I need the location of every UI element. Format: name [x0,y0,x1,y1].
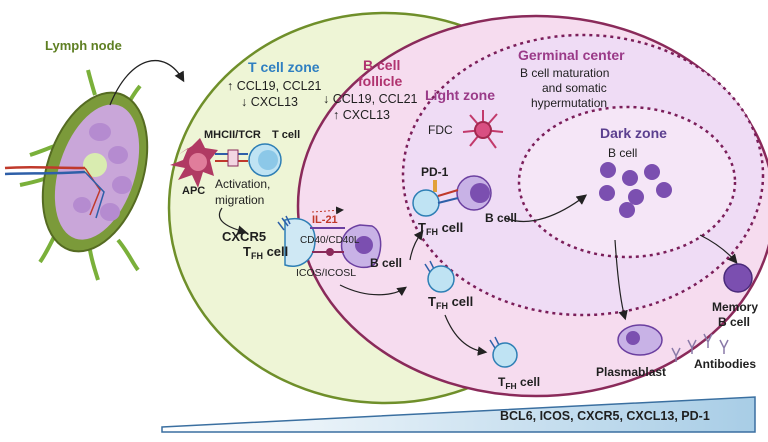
mhc-tcr-label: MHCII/TCR [204,129,261,141]
cd40-label: CD40/CD40L [300,235,360,246]
germinal-center-desc-3: hypermutation [531,96,607,110]
naive-t-cell-nucleus [258,150,278,170]
plasmablast-nucleus [626,331,640,345]
cxcr5-receptors [277,215,291,231]
antibodies-icons [671,333,729,362]
activation-label-1: Activation, [215,177,270,191]
t-cell-zone-chemokine-up: ↑ CCL19, CCL21 [227,79,322,93]
fdc-cell [462,110,504,149]
synapse-b-cell-label: B cell [370,256,402,270]
b-cell-follicle-chemokine-down: ↓ CCL19, CCL21 [323,92,418,106]
activation-label-2: migration [215,193,264,207]
t-cell-label: T cell [272,129,300,141]
synapse-to-tfh-arrow [339,284,407,297]
tfh-to-light-zone-arrow [409,230,424,261]
germinal-center-desc-1: B cell maturation [520,66,609,80]
memory-label-2: B cell [718,315,750,329]
memory-label-1: Memory [712,300,758,314]
lymph-node-illustration [4,69,149,281]
antibodies-label: Antibodies [694,357,756,371]
synapse-b-cell-nucleus [355,236,373,254]
pd1-receptor [433,180,437,192]
germinal-center-desc-2: and somatic [542,81,607,95]
plasmablast-label: Plasmablast [596,365,666,379]
apc-label: APC [182,185,205,197]
fdc-label: FDC [428,123,453,137]
pd1-label: PD-1 [421,165,449,179]
dark-zone-title: Dark zone [600,125,667,141]
lymph-node-label: Lymph node [45,38,122,53]
light-zone-title: Light zone [425,87,495,103]
synapse-tfh-cell [284,218,316,267]
apc-cell [170,138,218,188]
mhc-tcr-complex [227,149,239,167]
light-zone-bond-2 [437,197,459,204]
migrating-tfh-cell [427,265,455,293]
plasmablast-cell [617,324,663,356]
dark-zone-b-cell-label: B cell [608,146,637,160]
exiting-tfh-receptors [489,336,500,349]
light-zone-b-cell-nucleus [470,183,490,203]
il21-arrow [311,206,344,215]
light-zone-tfh-cell [412,189,440,217]
il21-label: IL-21 [312,214,338,226]
light-zone-b-cell-label: B cell [485,211,517,225]
b-cell-follicle-chemokine-up: ↑ CXCL13 [333,108,390,122]
to-memory-arrow [699,234,738,264]
memory-b-cell [723,263,753,293]
migrating-tfh-label: TFH cell [428,294,473,311]
germinal-center-title: Germinal center [518,47,625,63]
expression-gradient-bar [161,396,756,433]
exiting-tfh-cell [492,342,518,368]
icos-icosl-label: ICOS/ICOSL [296,267,356,279]
exit-arrow [444,314,488,356]
light-zone-bond-1 [437,189,459,197]
t-cell-zone-title: T cell zone [248,59,320,75]
b-cell-follicle-title-1: B cell [363,57,400,73]
to-plasmablast-arrow [614,239,628,321]
b-cell-follicle-title-2: follicle [358,73,403,89]
cxcr5-label: CXCR5 [222,229,266,244]
synapse-tfh-label: TFH cell [243,244,288,261]
expression-gradient-label: BCL6, ICOS, CXCR5, CXCL13, PD-1 [500,409,710,423]
light-zone-tfh-label: TFH cell [418,220,463,237]
light-to-dark-arrow [504,194,588,223]
activation-arrow [218,207,248,235]
dark-zone-b-cells [599,162,672,218]
lymph-node-arrow [109,59,185,106]
t-cell-zone-chemokine-down: ↓ CXCL13 [241,95,298,109]
icos-ligand [326,248,334,256]
exiting-tfh-label: TFH cell [498,375,540,391]
